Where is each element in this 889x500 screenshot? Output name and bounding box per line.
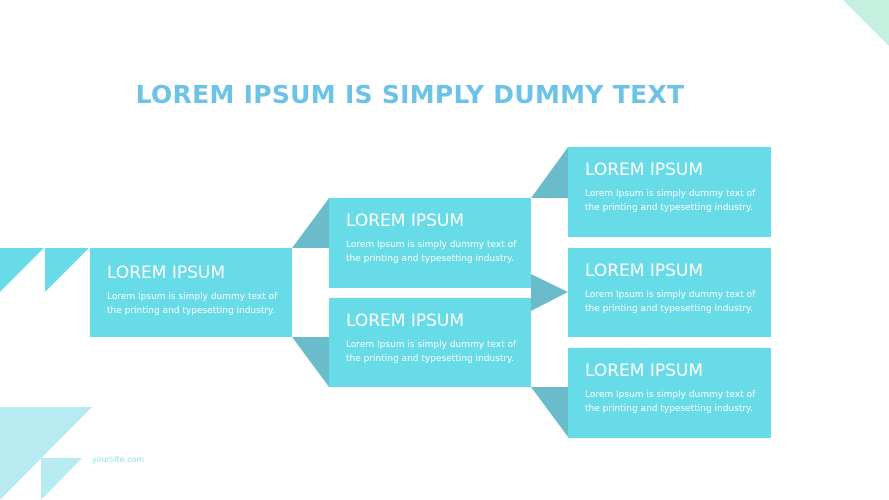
connector-arrow-right	[531, 274, 568, 311]
slide-title: LOREM IPSUM IS SIMPLY DUMMY TEXT	[135, 80, 685, 109]
box-text: Lorem Ipsum is simply dummy text of the …	[585, 390, 756, 414]
connector-bottom-right	[531, 387, 568, 437]
box-heading: LOREM IPSUM	[346, 311, 465, 331]
box-text: Lorem Ipsum is simply dummy text of the …	[107, 292, 278, 316]
box-text: Lorem Ipsum is simply dummy text of the …	[585, 189, 756, 213]
box-heading: LOREM IPSUM	[585, 261, 704, 281]
bottom-triangle-large	[0, 407, 92, 500]
left-triangle-2	[45, 248, 89, 292]
box-mid-bottom: LOREM IPSUM Lorem Ipsum is simply dummy …	[329, 298, 531, 387]
box-right-2: LOREM IPSUM Lorem Ipsum is simply dummy …	[568, 248, 771, 337]
bottom-triangle-small	[41, 458, 82, 500]
box-heading: LOREM IPSUM	[346, 211, 465, 231]
box-heading: LOREM IPSUM	[585, 160, 704, 180]
connector-top-right	[531, 147, 568, 198]
box-root: LOREM IPSUM Lorem Ipsum is simply dummy …	[90, 248, 292, 337]
box-text: Lorem Ipsum is simply dummy text of the …	[585, 290, 756, 314]
box-text: Lorem Ipsum is simply dummy text of the …	[346, 240, 517, 264]
box-right-1: LOREM IPSUM Lorem Ipsum is simply dummy …	[568, 147, 771, 237]
connector-top-mid	[292, 198, 329, 248]
box-right-3: LOREM IPSUM Lorem Ipsum is simply dummy …	[568, 348, 771, 438]
box-heading: LOREM IPSUM	[585, 361, 704, 381]
box-mid-top: LOREM IPSUM Lorem Ipsum is simply dummy …	[329, 198, 531, 288]
footer-site-link[interactable]: yoursite.com	[92, 455, 145, 464]
left-triangle-1	[0, 248, 44, 292]
box-heading: LOREM IPSUM	[107, 263, 226, 283]
corner-triangle	[843, 0, 889, 46]
connector-bottom-mid	[292, 337, 329, 387]
box-text: Lorem Ipsum is simply dummy text of the …	[346, 340, 517, 364]
